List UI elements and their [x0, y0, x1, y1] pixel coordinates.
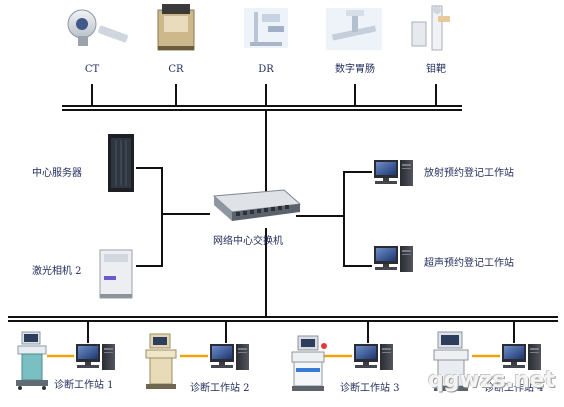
ultrasound-registration-pc-image: [374, 246, 413, 272]
label-core-switch: 网络中心交换机: [213, 236, 283, 247]
label-digital-gi: 数字胃肠: [335, 64, 375, 75]
server-rack-image: [108, 134, 134, 192]
ultrasound-machine-4-image: [433, 331, 469, 391]
label-mammography: 钼靶: [426, 64, 446, 75]
diagnostic-pc-2-image: [210, 344, 249, 370]
ultrasound-machine-1-image: [16, 331, 48, 390]
label-ultrasound-registration: 超声预约登记工作站: [424, 258, 514, 269]
bottom-backbone: [8, 316, 558, 322]
right-bracket: [296, 171, 372, 267]
laser-camera-image: [99, 249, 133, 299]
label-laser-camera: 激光相机 2: [32, 266, 82, 277]
top-drop-lines: [91, 84, 437, 195]
top-backbone: [62, 105, 462, 111]
diagnostic-pc-1-image: [76, 344, 115, 370]
mammography-image: [411, 5, 450, 51]
digital-gi-image: [326, 8, 382, 50]
bottom-drop-lines: [87, 228, 515, 343]
ultrasound-machine-2-image: [145, 333, 177, 389]
ct-scanner-image: [67, 9, 128, 46]
label-diagnostic-ws-1: 诊断工作站 1: [54, 380, 114, 391]
radiology-registration-pc-image: [374, 160, 413, 186]
diagnostic-pc-3-image: [354, 344, 393, 370]
label-diagnostic-ws-4: 诊断工作站 4: [484, 383, 544, 394]
ultrasound-machine-3-image: [291, 335, 327, 391]
label-diagnostic-ws-2: 诊断工作站 2: [190, 383, 250, 394]
core-switch-image: [212, 189, 302, 221]
diagnostic-pc-4-image: [502, 344, 541, 370]
dr-system-image: [244, 8, 288, 48]
label-dr: DR: [258, 64, 274, 75]
label-radiology-registration: 放射预约登记工作站: [424, 168, 514, 179]
label-diagnostic-ws-3: 诊断工作站 3: [340, 383, 400, 394]
left-bracket: [136, 167, 210, 267]
watermark: qgwzs.net: [428, 368, 556, 393]
label-cr: CR: [168, 64, 184, 75]
label-ct: CT: [84, 64, 100, 75]
label-central-server: 中心服务器: [32, 168, 82, 179]
cr-reader-image: [157, 4, 195, 51]
